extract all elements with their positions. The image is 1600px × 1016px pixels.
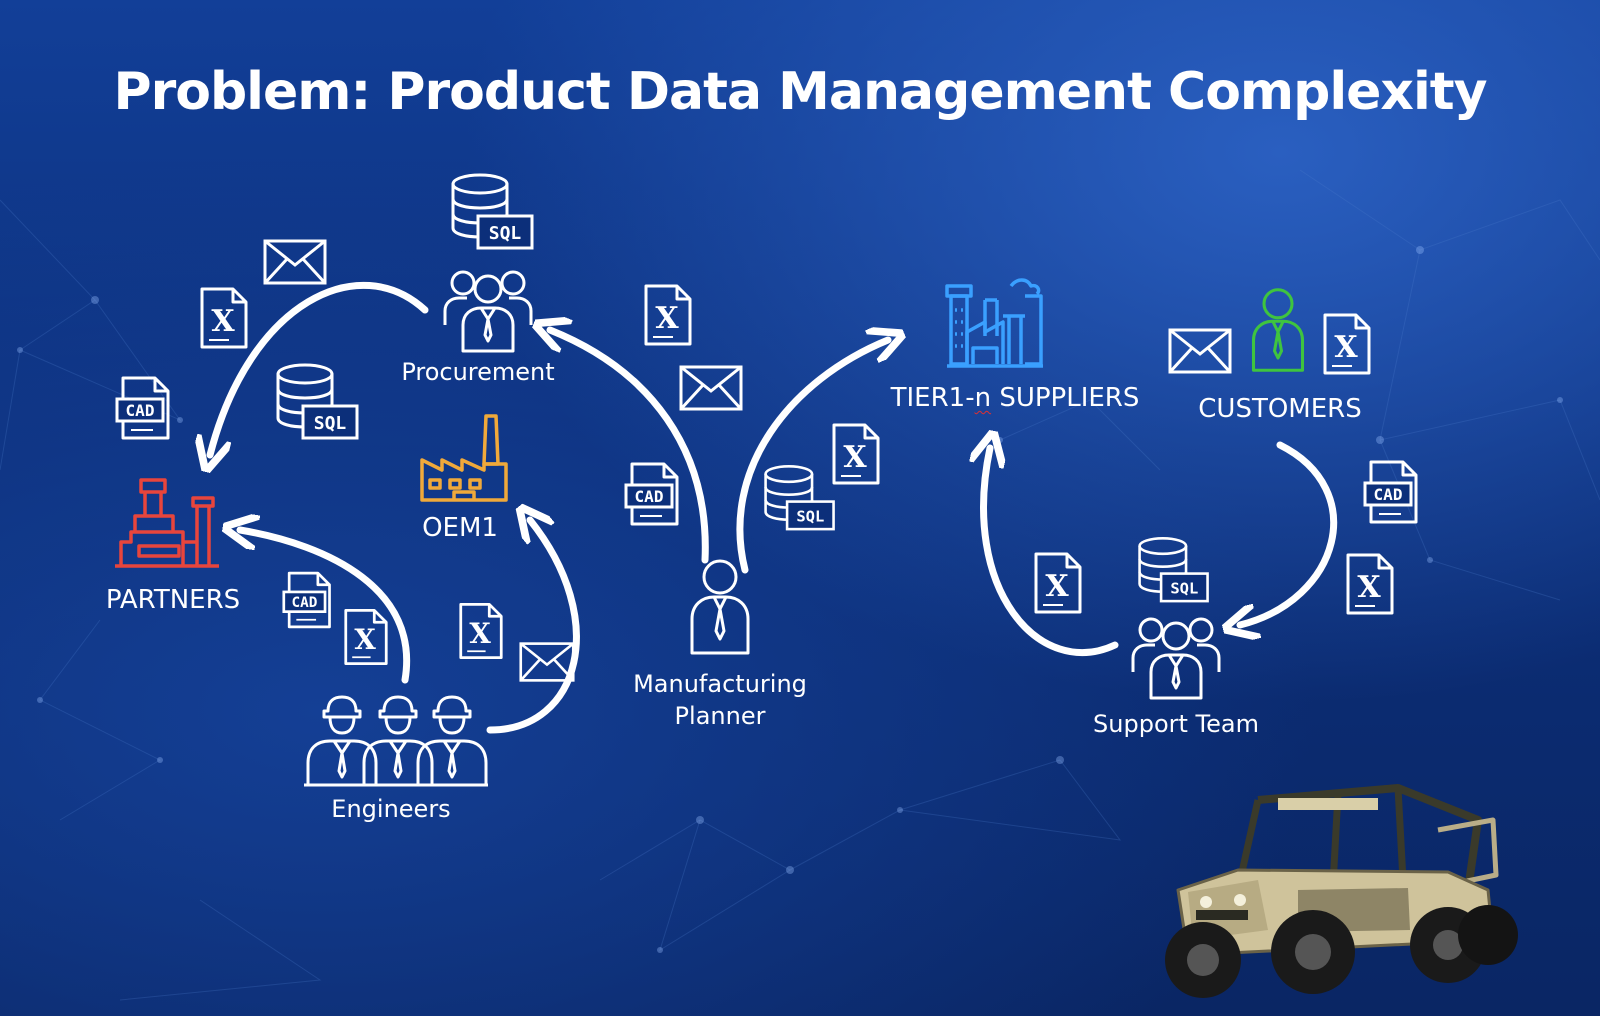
arrow-support-to-suppliers: [984, 448, 1119, 657]
excel-file-icon: X: [1034, 552, 1082, 614]
excel-file-icon: X: [832, 423, 880, 485]
node-label-customers: CUSTOMERS: [1198, 394, 1362, 424]
person-icon: [690, 559, 750, 655]
arrow-planner-to-suppliers: [736, 340, 888, 574]
node-label-oem: OEM1: [422, 513, 498, 543]
svg-text:X: X: [843, 440, 867, 475]
node-label-suppliers: TIER1-n SUPPLIERS: [880, 382, 1150, 414]
excel-file-icon: X: [1323, 313, 1371, 375]
engineer-icon: [304, 695, 488, 787]
svg-text:X: X: [655, 301, 679, 336]
envelope-icon: [263, 239, 327, 285]
cad-file-icon: CAD: [1363, 460, 1418, 524]
team-icon: [443, 270, 533, 353]
excel-file-icon: X: [459, 602, 503, 660]
svg-text:SQL: SQL: [1170, 579, 1198, 597]
envelope-icon: [679, 365, 743, 411]
svg-text:CAD: CAD: [635, 487, 664, 506]
database-sql-icon: SQL: [1138, 537, 1209, 603]
cad-file-icon: CAD: [624, 462, 679, 526]
node-label-planner-line2: Planner: [674, 702, 766, 730]
excel-file-icon: X: [200, 287, 248, 349]
node-label-planner-line1: Manufacturing: [633, 670, 807, 698]
svg-text:CAD: CAD: [291, 595, 317, 611]
factory-icon: [945, 278, 1043, 368]
svg-text:X: X: [469, 617, 491, 650]
svg-text:X: X: [354, 623, 376, 656]
svg-text:SQL: SQL: [489, 223, 522, 244]
excel-file-icon: X: [1346, 553, 1394, 615]
factory-icon: [115, 478, 219, 568]
cad-file-icon: CAD: [115, 376, 170, 440]
svg-text:X: X: [211, 304, 235, 339]
svg-text:X: X: [1357, 570, 1381, 605]
excel-file-icon: X: [344, 608, 388, 666]
suppliers-label-n: n: [974, 383, 992, 413]
database-sql-icon: SQL: [451, 173, 534, 250]
node-label-engineers: Engineers: [331, 795, 451, 823]
svg-text:X: X: [1045, 569, 1069, 604]
svg-text:CAD: CAD: [126, 401, 155, 420]
arrow-customers-to-support: [1240, 441, 1337, 625]
vehicle-photo: [1165, 784, 1518, 998]
database-sql-icon: SQL: [276, 363, 359, 440]
node-label-partners: PARTNERS: [105, 585, 241, 615]
team-icon: [1131, 617, 1221, 700]
suppliers-label-prefix: TIER1-: [890, 383, 975, 413]
node-label-support: Support Team: [1093, 710, 1259, 738]
customer-person-icon: [1251, 288, 1305, 372]
svg-text:SQL: SQL: [796, 507, 824, 525]
database-sql-icon: SQL: [764, 465, 835, 531]
arrow-planner-to-procurement: [550, 330, 709, 564]
excel-file-icon: X: [644, 284, 692, 346]
arrow-procurement-to-partners: [210, 282, 429, 455]
node-label-procurement: Procurement: [401, 358, 555, 386]
cad-file-icon: CAD: [282, 571, 331, 629]
arrow-engineers-to-partners: [240, 530, 411, 684]
envelope-icon: [519, 642, 575, 682]
factory-icon: [420, 414, 508, 502]
svg-text:X: X: [1334, 330, 1358, 365]
svg-text:CAD: CAD: [1374, 485, 1403, 504]
suppliers-label-suffix: SUPPLIERS: [991, 383, 1140, 413]
svg-text:SQL: SQL: [314, 413, 347, 434]
page-title: Problem: Product Data Management Complex…: [113, 62, 1487, 122]
envelope-icon: [1168, 328, 1232, 374]
